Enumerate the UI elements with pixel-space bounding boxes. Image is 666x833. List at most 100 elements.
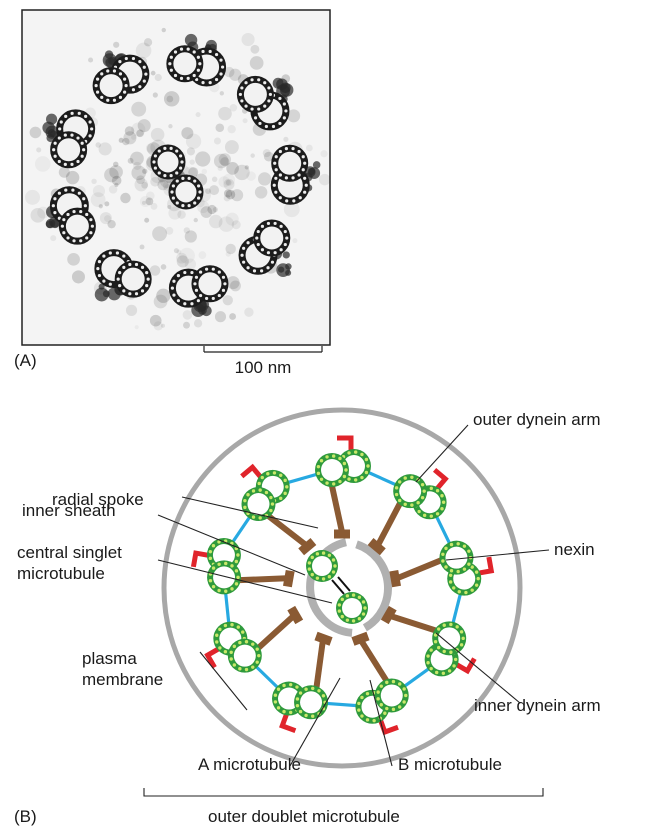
label-inner-sheath: inner sheath [22,501,116,520]
micrograph-speckle [195,151,210,166]
micrograph-speckle [30,127,42,139]
micrograph-speckle [113,42,119,48]
micrograph-speckle [155,74,162,81]
micrograph-speckle [88,57,93,62]
micrograph-speckle [243,118,248,123]
micrograph-speckle [214,137,221,144]
micrograph-speckle [226,251,231,256]
micrograph-a-tubule [117,263,150,295]
outer-doublet-bracket [144,788,543,796]
micrograph-arm [278,266,284,272]
micrograph-arm [308,167,320,179]
micrograph-a-tubule [255,222,288,254]
micrograph-speckle [131,166,146,181]
panel-b: outer dynein arm radial spoke inner shea… [14,410,601,826]
label-outer-doublet: outer doublet microtubule [208,807,400,826]
scale-bar-label: 100 nm [235,358,292,377]
micrograph-arm [285,263,291,269]
label-inner-dynein-arm: inner dynein arm [474,696,601,715]
micrograph-speckle [183,322,190,329]
micrograph-speckle [162,28,166,32]
micrograph-arm [280,82,291,93]
micrograph-speckle [215,123,224,132]
micrograph-speckle [245,165,249,169]
micrograph-speckle [184,227,190,233]
micrograph-speckle [215,311,226,322]
micrograph-speckle [242,33,255,46]
label-plasma-line1: plasma [82,649,137,668]
micrograph-speckle [229,313,236,320]
micrograph-arm [46,114,57,125]
panel-a-label: (A) [14,351,37,370]
micrograph-speckle [218,166,223,171]
micrograph-speckle [152,226,167,241]
micrograph-speckle [292,238,297,243]
micrograph-speckle [154,321,163,330]
micrograph-speckle [130,152,144,166]
micrograph-speckle [250,153,254,157]
label-outer-dynein-arm: outer dynein arm [473,410,601,429]
micrograph-speckle [126,305,137,316]
micrograph-speckle [136,43,152,59]
micrograph-speckle [161,264,167,270]
micrograph-central-tubule [170,177,201,207]
micrograph-arm [95,288,109,302]
micrograph-speckle [109,185,118,194]
micrograph-arm [285,270,291,276]
micrograph-speckle [283,137,288,142]
a-microtubule [207,560,241,594]
micrograph-speckle [153,92,158,97]
micrograph-speckle [151,203,158,210]
micrograph-speckle [99,142,112,155]
a-microtubule [393,474,427,508]
micrograph-speckle [141,182,148,189]
micrograph-speckle [154,295,168,309]
micrograph-speckle [140,196,151,207]
micrograph-speckle [194,319,202,327]
micrograph-speckle [223,295,233,305]
micrograph-speckle [72,270,85,283]
micrograph-speckle [91,179,96,184]
micrograph-speckle [99,204,103,208]
micrograph-a-tubule [273,147,306,179]
micrograph-speckle [219,153,231,165]
micrograph-speckle [218,107,232,121]
micrograph-speckle [93,185,105,197]
micrograph-a-tubule [61,210,94,242]
micrograph-speckle [250,56,264,70]
micrograph-speckle [140,244,145,249]
micrograph-a-tubule [168,48,201,80]
micrograph-arm [283,251,290,258]
micrograph-a-tubule [95,69,128,101]
micrograph-speckle [320,150,327,157]
a-microtubule [294,685,328,719]
micrograph-speckle [25,190,40,205]
micrograph-speckle [202,169,207,174]
micrograph-speckle [244,308,253,317]
micrograph-speckle [67,253,80,266]
micrograph-speckle [119,138,124,143]
micrograph-speckle [164,91,179,106]
micrograph-speckle [255,186,267,198]
micrograph-speckle [229,69,241,81]
micrograph-speckle [186,134,201,149]
micrograph-speckle [177,210,185,218]
micrograph-speckle [59,167,70,178]
micrograph-speckle [250,45,259,54]
micrograph-speckle [319,174,330,185]
micrograph-speckle [205,188,211,194]
a-microtubule [432,621,466,655]
micrograph-speckle [220,91,224,95]
micrograph-a-tubule [239,78,272,110]
central-singlet-microtubule [306,550,338,582]
micrograph-speckle [35,156,51,172]
micrograph-speckle [226,213,239,226]
micrograph-speckle [183,310,193,320]
micrograph-a-tubule [52,134,85,166]
a-microtubule [228,639,262,673]
scale-bar: 100 nm [204,346,322,377]
panel-b-label: (B) [14,807,37,826]
label-nexin: nexin [554,540,595,559]
micrograph-speckle [190,159,195,164]
